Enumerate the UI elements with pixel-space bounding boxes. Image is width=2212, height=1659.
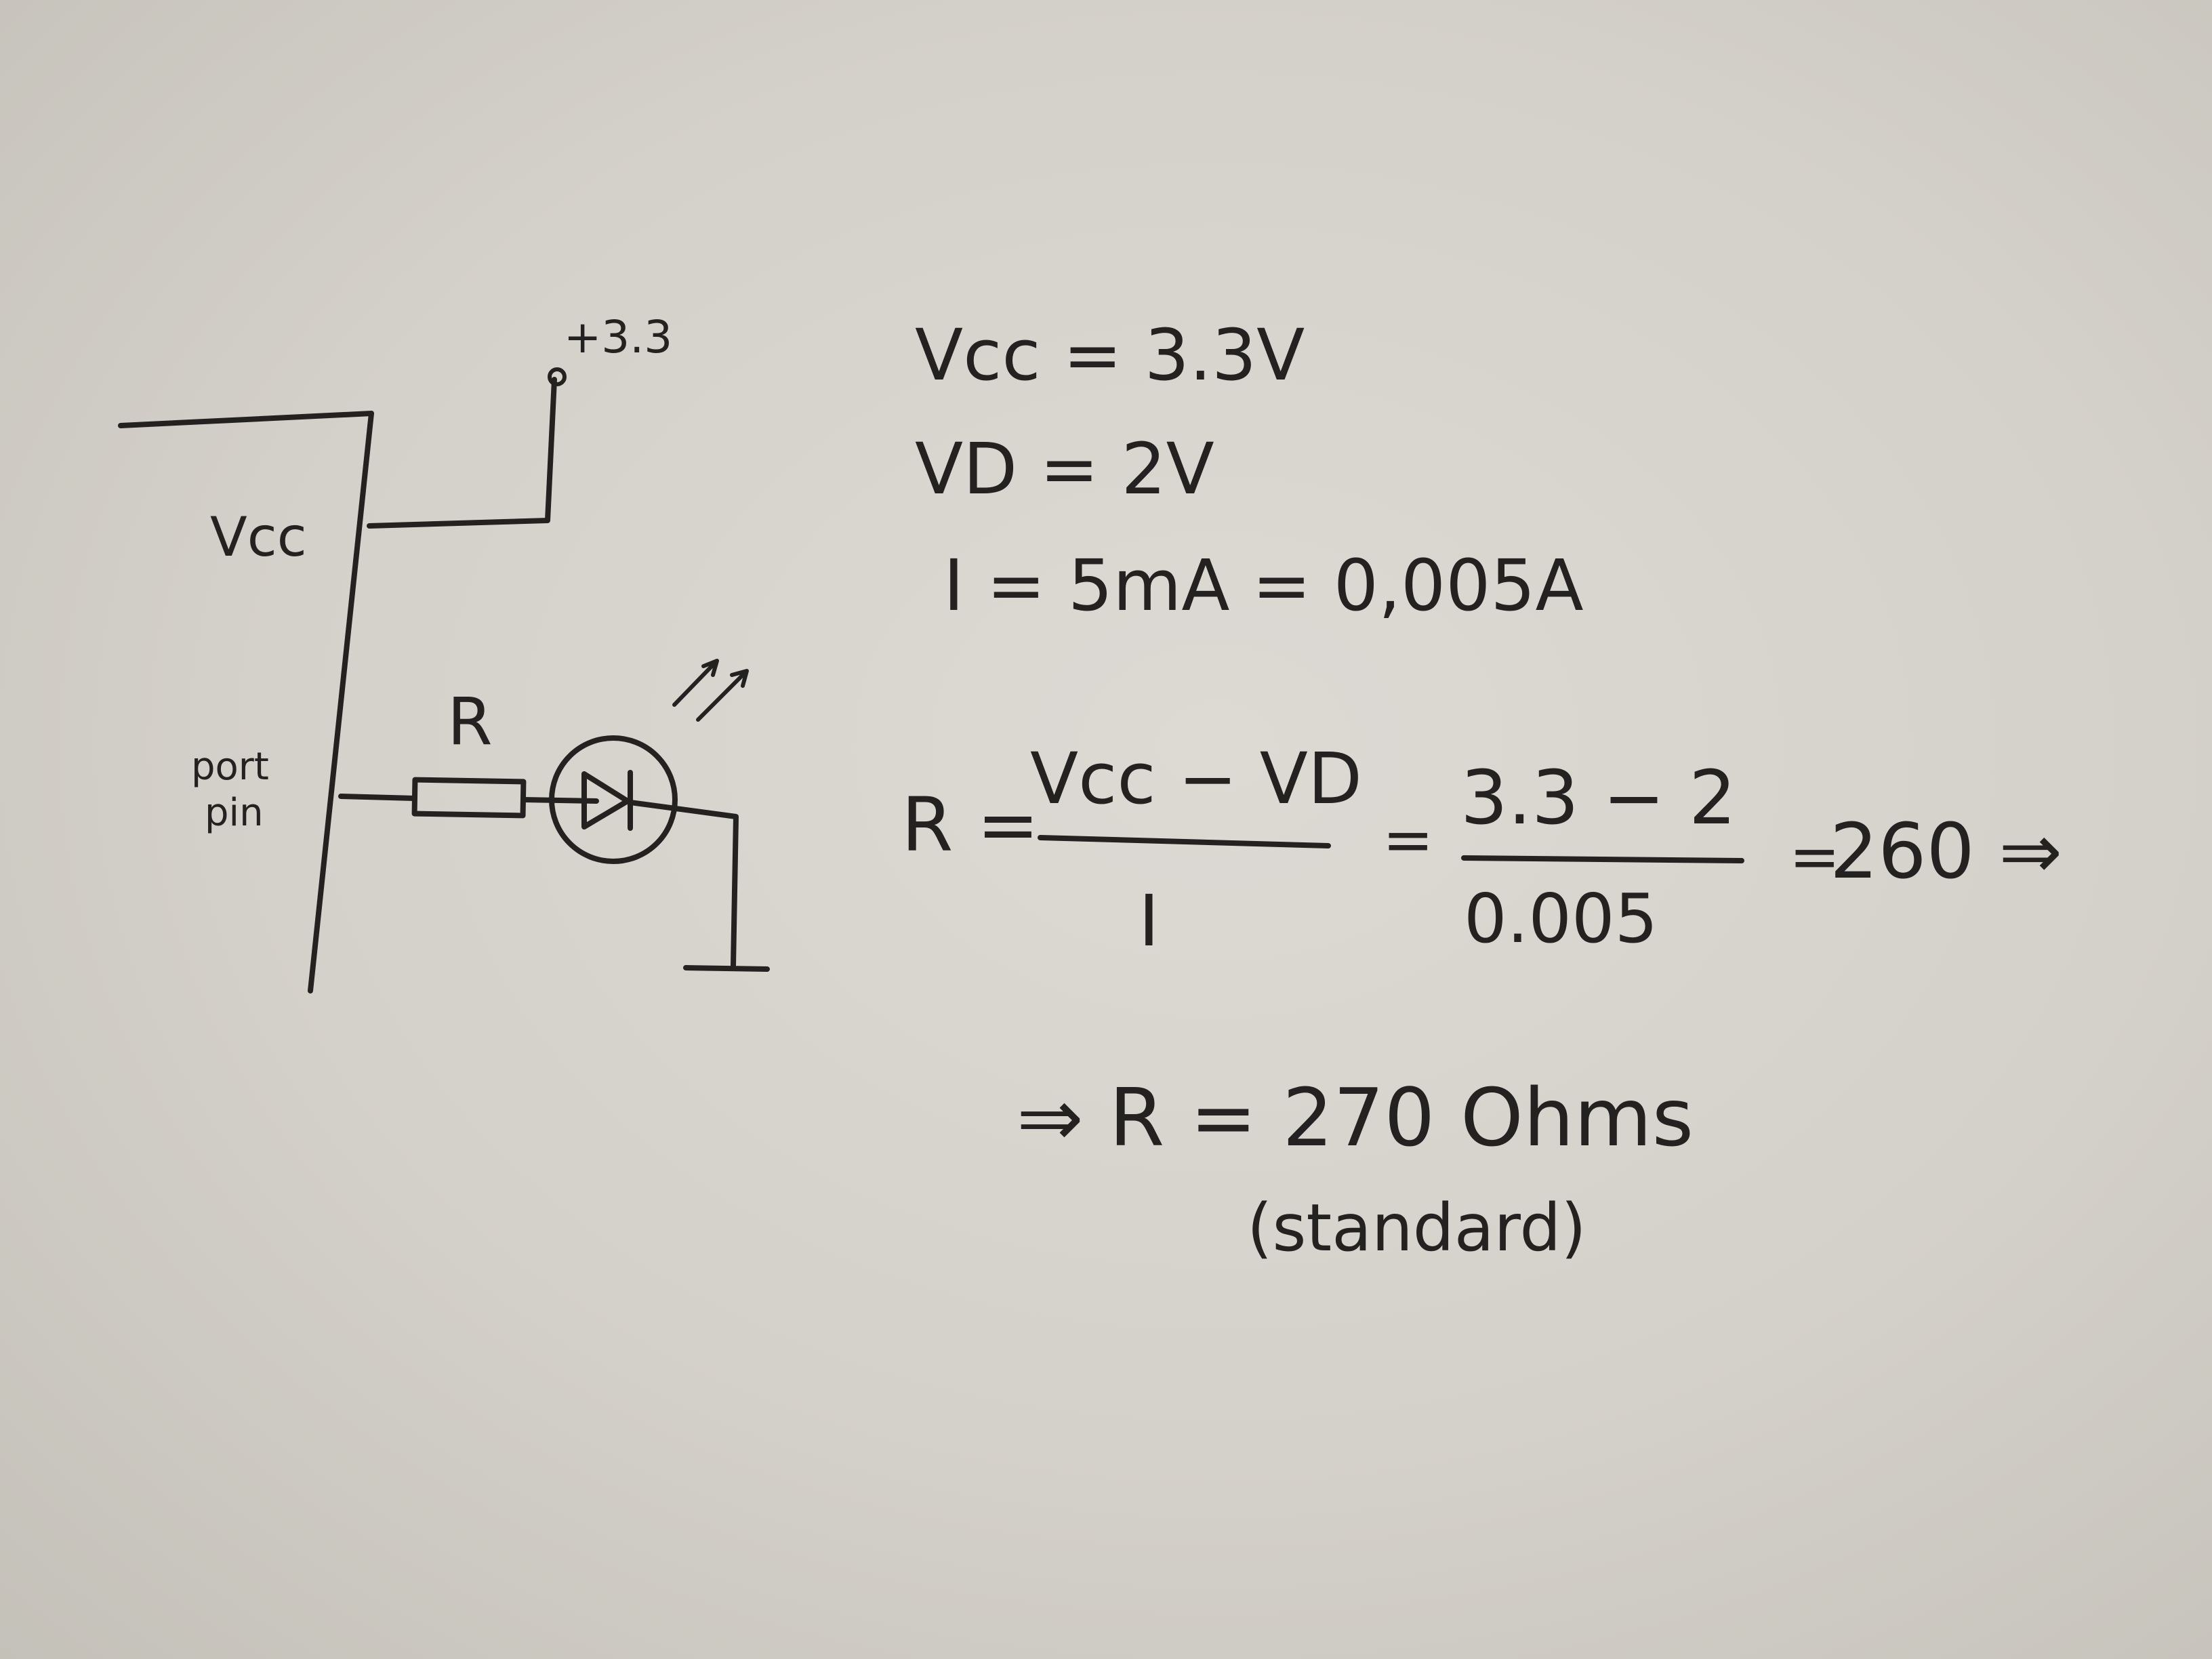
formula-equals-1: = <box>1382 804 1433 876</box>
formula-result: 260 ⇒ <box>1830 808 2062 896</box>
conclusion-note: (standard) <box>1247 1190 1586 1266</box>
resistor-symbol <box>411 777 527 819</box>
fraction-bar-symbolic <box>1038 835 1331 848</box>
led-to-ground-wire <box>628 800 739 968</box>
chip-right-edge <box>308 411 374 994</box>
formula-denominator: I <box>1139 880 1160 962</box>
led-body <box>549 735 678 864</box>
vcc-wire <box>367 377 557 529</box>
supply-label: +3.3 <box>564 311 672 363</box>
pin-label-line1: port <box>191 745 269 789</box>
resistor-label: R <box>447 684 493 760</box>
conclusion-line: ⇒ R = 270 Ohms <box>1017 1071 1694 1164</box>
formula-num-values: 3.3 − 2 <box>1460 754 1736 841</box>
fraction-bar-values <box>1461 855 1744 863</box>
formula-den-values: 0.005 <box>1464 879 1658 958</box>
pin-label-line2: pin <box>205 791 264 835</box>
formula-lhs: R = <box>901 781 1040 868</box>
formula-numerator: Vcc − VD <box>1030 737 1362 820</box>
emission-arrow-icon <box>696 669 749 722</box>
formula-equals-2: = <box>1789 821 1840 893</box>
diode-triangle <box>581 771 630 830</box>
supply-terminal <box>548 367 567 386</box>
vd-value: VD = 2V <box>915 428 1214 510</box>
vcc-value: Vcc = 3.3V <box>915 314 1305 396</box>
pin-wire <box>338 794 417 801</box>
ground-symbol <box>683 965 770 972</box>
chip-top-edge <box>118 411 374 428</box>
chip-label: Vcc <box>210 506 307 569</box>
emission-arrow-icon <box>672 659 719 707</box>
current-value: I = 5mA = 0,005A <box>943 544 1584 627</box>
